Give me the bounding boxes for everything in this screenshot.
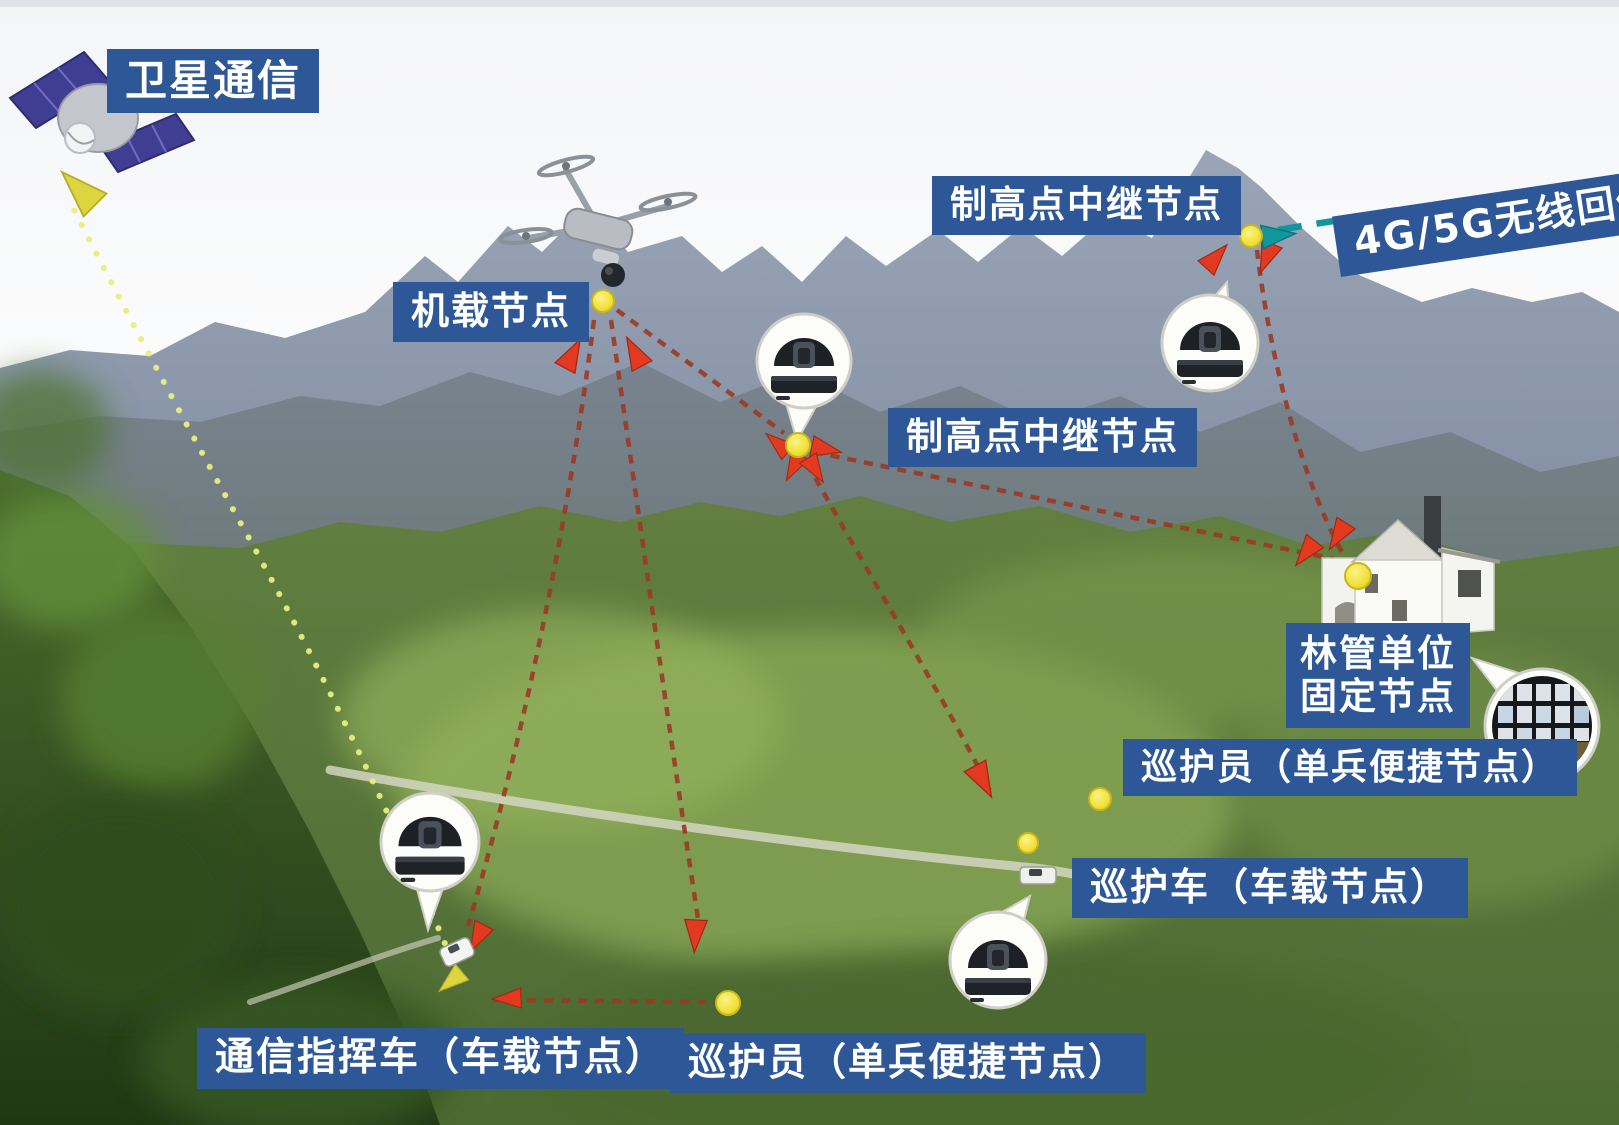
command-vehicle-label: 通信指挥车（车载节点） [197, 1028, 685, 1089]
drone-camera [601, 263, 625, 287]
link-drone-command [465, 319, 597, 927]
command-vehicle-icon [439, 937, 475, 967]
hilltop-relay-label-mid: 制高点中继节点 [888, 408, 1197, 467]
bush [0, 370, 110, 490]
forest-unit-label: 林管单位 固定节点 [1286, 623, 1470, 729]
road-branch [247, 935, 441, 1005]
link-drone-relay [615, 308, 786, 435]
chimney [1424, 496, 1441, 558]
network-node-dot [1017, 832, 1039, 854]
bush [60, 610, 260, 790]
dome-camera-callout-icon [755, 312, 853, 444]
top-edge-strip [0, 0, 1619, 7]
valley-light [340, 610, 780, 830]
network-node-dot [1088, 787, 1112, 811]
link-command-ranger [492, 997, 713, 1005]
airborne-node-label: 机载节点 [393, 282, 590, 342]
bush [0, 795, 240, 1015]
link-relay-station [813, 449, 1335, 562]
hilltop-relay-label-top: 制高点中继节点 [932, 176, 1241, 235]
ranger-node-label-bottom: 巡护员（单兵便捷节点） [670, 1033, 1147, 1093]
dome-camera-callout-icon [379, 791, 481, 934]
bush [0, 490, 160, 630]
link-drone-ranger [608, 319, 704, 939]
network-node-dot [1239, 224, 1263, 248]
patrol-vehicle-icon [1019, 866, 1057, 885]
network-node-dot [785, 432, 811, 458]
network-nodes [591, 224, 1372, 1016]
dome-camera-callout-icon [948, 893, 1048, 1010]
camera-callouts [379, 279, 1601, 1010]
network-node-dot [1344, 562, 1372, 590]
link-relay-patrol [805, 461, 993, 792]
forest-unit-line1: 林管单位 [1300, 632, 1456, 675]
satellite-label: 卫星通信 [107, 49, 320, 114]
ranger-node-label-mid: 巡护员（单兵便捷节点） [1123, 739, 1578, 797]
dome-camera-callout-icon [1160, 279, 1260, 393]
patrol-vehicle-label: 巡护车（车载节点） [1072, 858, 1469, 918]
network-node-dot [715, 990, 741, 1016]
network-node-dot [591, 289, 615, 313]
drone-icon [498, 154, 698, 287]
forest-unit-line2: 固定节点 [1300, 674, 1456, 718]
